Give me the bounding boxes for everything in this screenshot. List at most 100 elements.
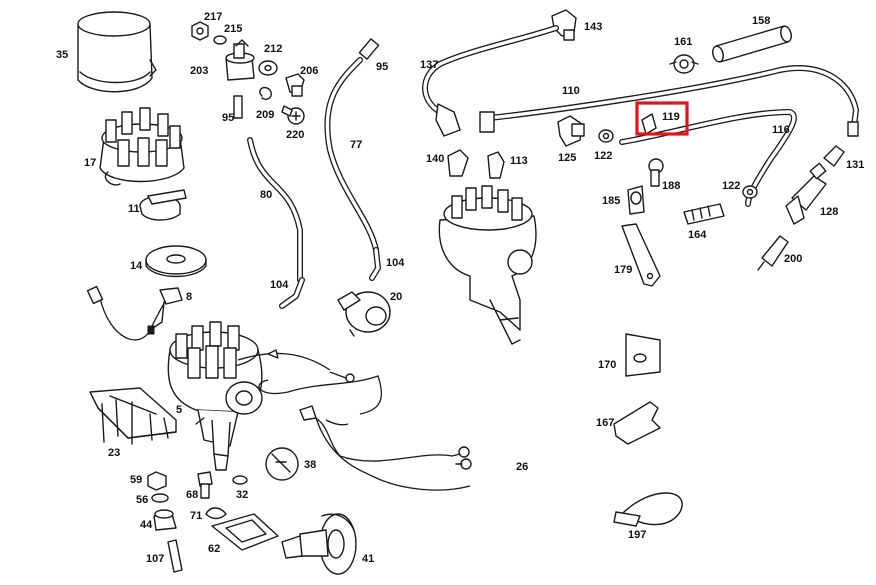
label-197[interactable]: 197 bbox=[628, 529, 646, 541]
label-5[interactable]: 5 bbox=[176, 404, 182, 416]
label-110[interactable]: 110 bbox=[562, 85, 580, 97]
label-77[interactable]: 77 bbox=[350, 139, 362, 151]
label-17[interactable]: 17 bbox=[84, 157, 96, 169]
part-125-elbow[interactable] bbox=[557, 115, 585, 147]
label-113[interactable]: 113 bbox=[510, 155, 528, 167]
part-80-hose[interactable] bbox=[247, 137, 303, 283]
part-44-plug[interactable] bbox=[153, 509, 177, 531]
label-68[interactable]: 68 bbox=[186, 489, 198, 501]
label-104-left[interactable]: 104 bbox=[270, 279, 289, 291]
part-107-pin[interactable] bbox=[167, 539, 183, 573]
label-125[interactable]: 125 bbox=[558, 152, 576, 164]
part-77-hose[interactable] bbox=[324, 57, 379, 253]
label-11[interactable]: 11 bbox=[128, 203, 140, 215]
label-23[interactable]: 23 bbox=[108, 447, 120, 459]
part-167-bracket[interactable] bbox=[613, 401, 661, 445]
part-143-connector[interactable] bbox=[551, 9, 577, 41]
part-185-clamp[interactable] bbox=[627, 185, 645, 215]
label-95-right[interactable]: 95 bbox=[376, 61, 388, 73]
part-32-washer[interactable] bbox=[232, 475, 248, 485]
part-62-gasket[interactable] bbox=[211, 513, 279, 551]
part-104-elbow-right[interactable] bbox=[369, 247, 381, 281]
part-ignition-distributor-body[interactable] bbox=[438, 185, 537, 345]
part-26-harness[interactable] bbox=[299, 405, 472, 491]
label-128[interactable]: 128 bbox=[820, 206, 838, 218]
part-200-sparkplug[interactable] bbox=[757, 235, 789, 271]
part-56-washer[interactable] bbox=[151, 493, 169, 503]
label-167[interactable]: 167 bbox=[596, 417, 614, 429]
label-206[interactable]: 206 bbox=[300, 65, 318, 77]
label-56[interactable]: 56 bbox=[136, 494, 148, 506]
part-20-vacuum-unit[interactable] bbox=[337, 291, 391, 337]
part-212-washer[interactable] bbox=[258, 60, 278, 76]
part-harness-upper[interactable] bbox=[258, 349, 383, 415]
label-62[interactable]: 62 bbox=[208, 543, 220, 555]
part-170-plate[interactable] bbox=[625, 333, 661, 377]
label-161[interactable]: 161 bbox=[674, 36, 692, 48]
part-209-clip[interactable] bbox=[259, 86, 272, 100]
label-38[interactable]: 38 bbox=[304, 459, 316, 471]
part-110-cable[interactable] bbox=[479, 65, 859, 137]
label-179[interactable]: 179 bbox=[614, 264, 632, 276]
label-26[interactable]: 26 bbox=[516, 461, 528, 473]
label-217[interactable]: 217 bbox=[204, 11, 222, 23]
part-71-seal[interactable] bbox=[205, 507, 227, 520]
label-71[interactable]: 71 bbox=[190, 510, 202, 522]
label-14[interactable]: 14 bbox=[130, 260, 143, 272]
part-164-strip[interactable] bbox=[683, 203, 725, 225]
part-188-bolt[interactable] bbox=[648, 158, 664, 187]
label-185[interactable]: 185 bbox=[602, 195, 620, 207]
part-179-bracket[interactable] bbox=[621, 223, 661, 287]
part-8-sensor-connector[interactable] bbox=[86, 285, 183, 341]
label-35[interactable]: 35 bbox=[56, 49, 68, 61]
label-188[interactable]: 188 bbox=[662, 180, 680, 192]
label-220[interactable]: 220 bbox=[286, 129, 304, 141]
label-59[interactable]: 59 bbox=[130, 474, 142, 486]
label-95-left[interactable]: 95 bbox=[222, 112, 234, 124]
part-137-cable[interactable] bbox=[422, 25, 559, 137]
part-140-connector[interactable] bbox=[447, 149, 469, 177]
part-122-grommet-upper[interactable] bbox=[598, 129, 614, 143]
part-23-bracket[interactable] bbox=[89, 387, 177, 445]
label-41[interactable]: 41 bbox=[362, 553, 374, 565]
label-164[interactable]: 164 bbox=[688, 229, 707, 241]
part-217-nut[interactable] bbox=[191, 21, 209, 41]
part-35-cap[interactable] bbox=[77, 11, 157, 93]
part-14-plate[interactable] bbox=[145, 245, 207, 278]
part-68-bolt[interactable] bbox=[197, 471, 213, 499]
label-140[interactable]: 140 bbox=[426, 153, 444, 165]
label-122-lower[interactable]: 122 bbox=[722, 180, 740, 192]
label-170[interactable]: 170 bbox=[598, 359, 616, 371]
label-44[interactable]: 44 bbox=[140, 519, 153, 531]
part-113-connector[interactable] bbox=[487, 151, 505, 179]
part-220-screw[interactable] bbox=[281, 105, 305, 125]
part-158-tube[interactable] bbox=[711, 25, 793, 63]
part-215-washer[interactable] bbox=[213, 35, 227, 45]
label-80[interactable]: 80 bbox=[260, 189, 272, 201]
label-158[interactable]: 158 bbox=[752, 15, 770, 27]
part-5-distributor[interactable] bbox=[167, 321, 331, 471]
label-119[interactable]: 119 bbox=[662, 111, 680, 123]
label-209[interactable]: 209 bbox=[256, 109, 274, 121]
label-107[interactable]: 107 bbox=[146, 553, 164, 565]
label-8[interactable]: 8 bbox=[186, 291, 192, 303]
part-119-clip[interactable] bbox=[641, 113, 657, 135]
part-203-switch[interactable] bbox=[225, 39, 255, 119]
part-104-elbow-left[interactable] bbox=[279, 277, 305, 309]
part-206-screw[interactable] bbox=[285, 73, 305, 97]
part-11-rotor[interactable] bbox=[139, 189, 187, 221]
label-131[interactable]: 131 bbox=[846, 159, 864, 171]
part-128-sensor[interactable] bbox=[785, 162, 827, 225]
part-197-cable-tie[interactable] bbox=[613, 492, 683, 527]
part-122-grommet-lower[interactable] bbox=[742, 185, 758, 199]
label-122-upper[interactable]: 122 bbox=[594, 150, 612, 162]
label-143[interactable]: 143 bbox=[584, 21, 602, 33]
label-116[interactable]: 116 bbox=[772, 124, 790, 136]
part-95-hose-end[interactable] bbox=[358, 38, 380, 60]
label-212[interactable]: 212 bbox=[264, 43, 282, 55]
label-32[interactable]: 32 bbox=[236, 489, 248, 501]
part-161-grommet[interactable] bbox=[669, 54, 699, 74]
label-200[interactable]: 200 bbox=[784, 253, 802, 265]
part-59-nut[interactable] bbox=[147, 471, 167, 491]
part-131-connector[interactable] bbox=[823, 145, 845, 167]
